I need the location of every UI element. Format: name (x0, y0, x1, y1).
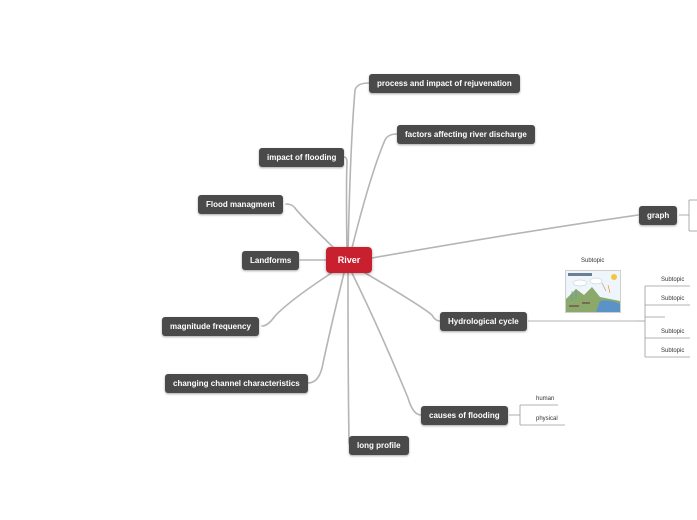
hydrological-cycle-image[interactable] (565, 270, 621, 313)
hydro-subtopic-3[interactable]: Subtopic (661, 329, 685, 335)
topic-flood-management[interactable]: Flood managment (198, 195, 283, 214)
root-topic[interactable]: River (326, 247, 372, 273)
water-cycle-illustration-icon (566, 271, 620, 312)
hydro-subtopic-2[interactable]: Subtopic (661, 296, 685, 302)
image-subtopic-label[interactable]: Subtopic (581, 258, 605, 264)
hydro-subtopic-1[interactable]: Subtopic (661, 277, 685, 283)
topic-landforms[interactable]: Landforms (242, 251, 300, 270)
topic-graph[interactable]: graph (639, 206, 678, 225)
topic-rejuvenation[interactable]: process and impact of rejuvenation (369, 74, 520, 93)
cause-human[interactable]: human (536, 396, 555, 402)
topic-causes-of-flooding[interactable]: causes of flooding (421, 406, 508, 425)
topic-river-discharge[interactable]: factors affecting river discharge (397, 125, 535, 144)
topic-channel-characteristics[interactable]: changing channel characteristics (165, 374, 308, 393)
cause-physical[interactable]: physical (536, 416, 558, 422)
topic-hydrological-cycle[interactable]: Hydrological cycle (440, 312, 527, 331)
hydro-subtopic-4[interactable]: Subtopic (661, 348, 685, 354)
topic-impact-of-flooding[interactable]: impact of flooding (259, 148, 345, 167)
topic-magnitude-frequency[interactable]: magnitude frequency (162, 317, 259, 336)
topic-long-profile[interactable]: long profile (349, 436, 409, 455)
